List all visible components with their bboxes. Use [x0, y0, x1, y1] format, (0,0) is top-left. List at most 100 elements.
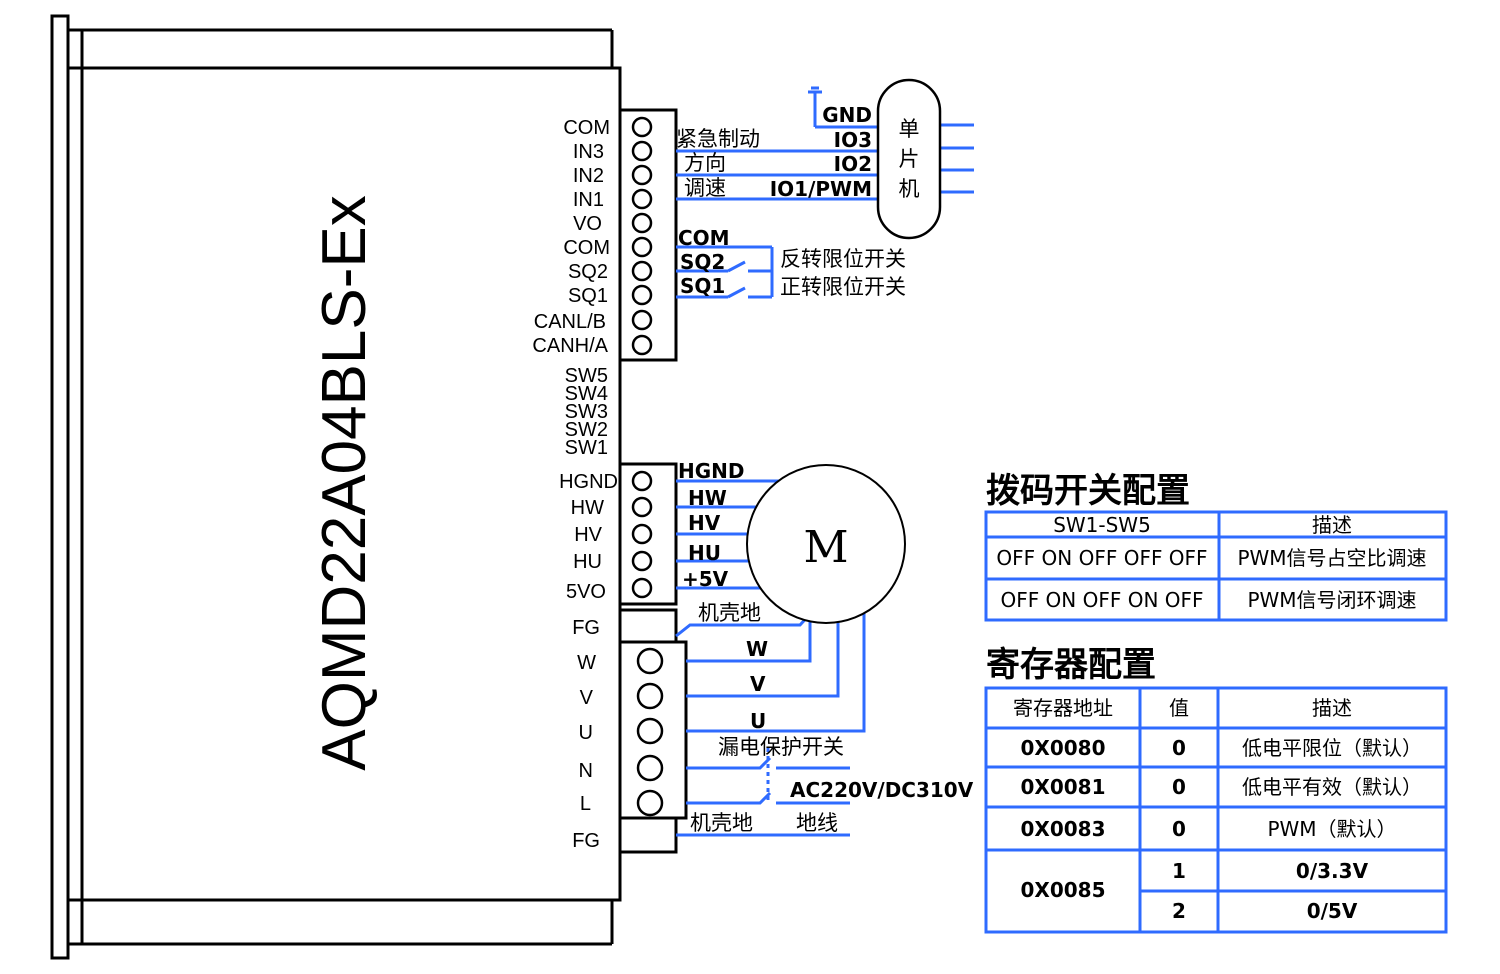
supply-label: AC220V/DC310V	[790, 778, 974, 802]
controller-housing: AQMD22A04BLS-Ex	[50, 14, 622, 960]
limit-sq1-label: SQ1	[680, 274, 725, 298]
function-label: 调速	[684, 176, 726, 200]
terminal-label: COM	[563, 237, 610, 259]
terminal-screw	[631, 523, 653, 545]
dip-row-desc: PWM信号闭环调速	[1247, 588, 1416, 612]
terminal-screw	[631, 116, 653, 138]
terminal-label: HW	[571, 497, 604, 519]
register-value: 0	[1172, 736, 1186, 760]
phase-label: W	[746, 637, 768, 661]
register-table: 寄存器配置 寄存器地址 值 描述 0X0080 0 低电平限位（默认） 0X00…	[984, 645, 1448, 934]
terminal-screw	[631, 236, 653, 258]
hall-terminal-labels: HGND HW HV HU 5VO	[559, 471, 618, 603]
hall-wiring: HGND HW HV HU +5V	[676, 459, 790, 591]
terminal-label: FG	[572, 617, 600, 639]
register-desc: 0/3.3V	[1296, 859, 1369, 883]
terminal-label: HGND	[559, 471, 618, 493]
signal-terminal-labels: COM IN3 IN2 IN1 VO COM SQ2 SQ1 CANL/B CA…	[532, 117, 610, 357]
terminal-screw	[636, 754, 664, 782]
terminal-screw	[631, 188, 653, 210]
terminal-screw	[631, 164, 653, 186]
terminal-screw	[631, 140, 653, 162]
motor-label: M	[803, 522, 848, 573]
terminal-label: COM	[563, 117, 610, 139]
limit-switch-wiring: COM SQ2 SQ1 反转限位开关 正转限位开关	[676, 226, 906, 299]
terminal-label: HV	[574, 524, 602, 546]
register-header-value: 值	[1169, 696, 1189, 720]
register-value: 1	[1172, 859, 1186, 883]
dip-header-switches: SW1-SW5	[1053, 513, 1151, 537]
register-desc: 低电平有效（默认）	[1242, 775, 1422, 799]
terminal-label: SQ2	[568, 261, 608, 283]
register-desc: 低电平限位（默认）	[1242, 736, 1422, 760]
terminal-label: IN2	[573, 165, 604, 187]
signal-function-labels: 紧急制动 方向 调速	[676, 127, 760, 200]
mcu-pin-label: IO2	[834, 152, 872, 176]
phase-label: V	[750, 672, 766, 696]
phase-label: U	[750, 709, 766, 733]
mcu-pin-label: IO3	[834, 128, 872, 152]
dip-table-title: 拨码开关配置	[986, 471, 1190, 511]
terminal-screw	[631, 334, 653, 356]
reverse-limit-label: 反转限位开关	[780, 247, 906, 271]
motor-case-ground-label: 机壳地	[698, 601, 761, 625]
terminal-screw	[631, 550, 653, 572]
case-ground-label: 机壳地	[690, 811, 753, 835]
terminal-label: HU	[573, 551, 602, 573]
hall-wire-label: HV	[688, 511, 721, 535]
mcu-wiring	[676, 86, 974, 201]
hall-terminal-screws	[631, 470, 653, 599]
register-desc: PWM（默认）	[1267, 817, 1396, 841]
signal-terminal-screws	[631, 116, 653, 356]
power-terminal-screws	[636, 647, 664, 817]
switch-label: SW2	[565, 419, 608, 441]
register-value: 2	[1172, 899, 1186, 923]
switch-label: SW3	[565, 401, 608, 423]
dip-switch-table: 拨码开关配置 SW1-SW5 描述 OFF ON OFF OFF OFF PWM…	[984, 471, 1448, 622]
terminal-label: IN1	[573, 189, 604, 211]
terminal-label: SQ1	[568, 285, 608, 307]
register-address: 0X0080	[1021, 736, 1106, 760]
terminal-screw	[636, 682, 664, 710]
terminal-label: L	[580, 793, 591, 815]
mcu-label: 机	[899, 177, 920, 201]
terminal-screw	[631, 496, 653, 518]
hall-wire-label: HU	[688, 541, 721, 565]
register-address: 0X0083	[1021, 817, 1106, 841]
register-header-desc: 描述	[1312, 696, 1352, 720]
limit-com-label: COM	[678, 226, 730, 250]
terminal-screw	[631, 284, 653, 306]
switch-label: SW4	[565, 383, 608, 405]
dip-header-desc: 描述	[1312, 513, 1352, 537]
dip-switch-labels: SW5 SW4 SW3 SW2 SW1	[565, 365, 608, 459]
terminal-label: CANH/A	[532, 335, 608, 357]
function-label: 方向	[684, 151, 726, 175]
register-value: 0	[1172, 775, 1186, 799]
dip-row-setting: OFF ON OFF ON OFF	[1000, 588, 1203, 612]
mcu-pin-label: IO1/PWM	[770, 177, 872, 201]
register-header-address: 寄存器地址	[1013, 696, 1113, 720]
terminal-screw	[631, 260, 653, 282]
switch-label: SW5	[565, 365, 608, 387]
mcu-unit: 单 片 机	[876, 78, 942, 240]
power-input-wiring: 漏电保护开关 AC220V/DC310V 机壳地 地线	[676, 735, 974, 837]
terminal-label: IN3	[573, 141, 604, 163]
register-value: 0	[1172, 817, 1186, 841]
limit-sq2-label: SQ2	[680, 250, 725, 274]
breaker-label: 漏电保护开关	[718, 735, 844, 759]
hall-wire-label: HGND	[678, 459, 745, 483]
register-address: 0X0081	[1021, 775, 1106, 799]
terminal-label: VO	[573, 213, 602, 235]
dip-row-desc: PWM信号占空比调速	[1237, 546, 1426, 570]
terminal-screw	[631, 470, 653, 492]
switch-label: SW1	[565, 437, 608, 459]
terminal-label: N	[579, 760, 593, 782]
terminal-label: 5VO	[566, 581, 606, 603]
terminal-label: V	[580, 687, 594, 709]
terminal-screw	[631, 309, 653, 331]
device-model: AQMD22A04BLS-Ex	[310, 195, 379, 770]
hall-wire-label: +5V	[682, 567, 729, 591]
hall-wire-label: HW	[688, 486, 727, 510]
terminal-screw	[631, 577, 653, 599]
